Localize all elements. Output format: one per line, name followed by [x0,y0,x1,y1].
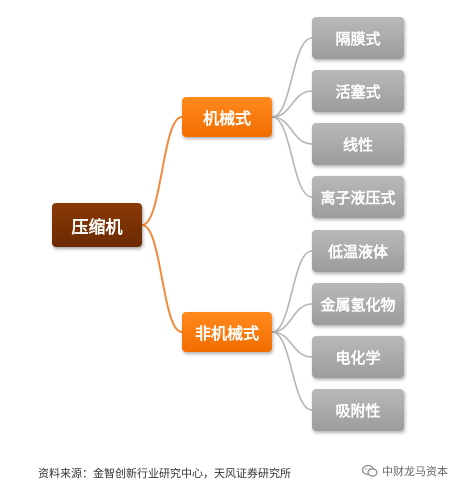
connector-root-mechanical [141,116,183,226]
branch-node-mechanical: 机械式 [182,97,272,137]
connector-mechanical-leaf-1 [271,90,313,118]
leaf-node-ionic-liquid: 离子液压式 [312,176,404,218]
source-note: 资料来源：金智创新行业研究中心，天风证券研究所 [38,467,291,480]
connector-mechanical-leaf-0 [271,37,313,118]
root-node-label: 压缩机 [71,217,123,238]
leaf-node-label: 吸附性 [335,401,381,420]
leaf-node-label: 活塞式 [335,82,381,101]
connector-non-mechanical-leaf-1 [271,303,313,333]
leaf-node-label: 低温液体 [327,242,388,261]
leaf-node-label: 线性 [342,135,373,154]
connector-root-non-mechanical [141,224,183,333]
leaf-node-label: 隔膜式 [335,29,381,48]
connector-mechanical-leaf-2 [271,116,313,145]
leaf-node-metal-hydride: 金属氢化物 [312,283,404,325]
watermark: 中财龙马资本 [362,463,448,479]
leaf-node-diaphragm: 隔膜式 [312,17,404,59]
leaf-node-label: 金属氢化物 [320,295,396,314]
leaf-node-piston: 活塞式 [312,70,404,112]
watermark-text: 中财龙马资本 [382,465,448,478]
leaf-node-label: 离子液压式 [320,188,396,207]
branch-node-non-mechanical: 非机械式 [182,312,272,352]
connector-non-mechanical-leaf-2 [271,331,313,358]
connector-non-mechanical-leaf-0 [271,250,313,333]
leaf-node-linear: 线性 [312,123,404,165]
branch-node-label: 机械式 [202,109,251,128]
leaf-node-label: 电化学 [335,348,381,367]
leaf-node-cryogenic-liquid: 低温液体 [312,230,404,272]
connector-non-mechanical-leaf-3 [271,331,313,411]
root-node-compressor: 压缩机 [52,203,142,247]
branch-node-label: 非机械式 [194,324,259,343]
wechat-icon [362,464,378,477]
leaf-node-electrochemical: 电化学 [312,336,404,378]
leaf-node-adsorption: 吸附性 [312,389,404,431]
connector-mechanical-leaf-3 [271,116,313,198]
